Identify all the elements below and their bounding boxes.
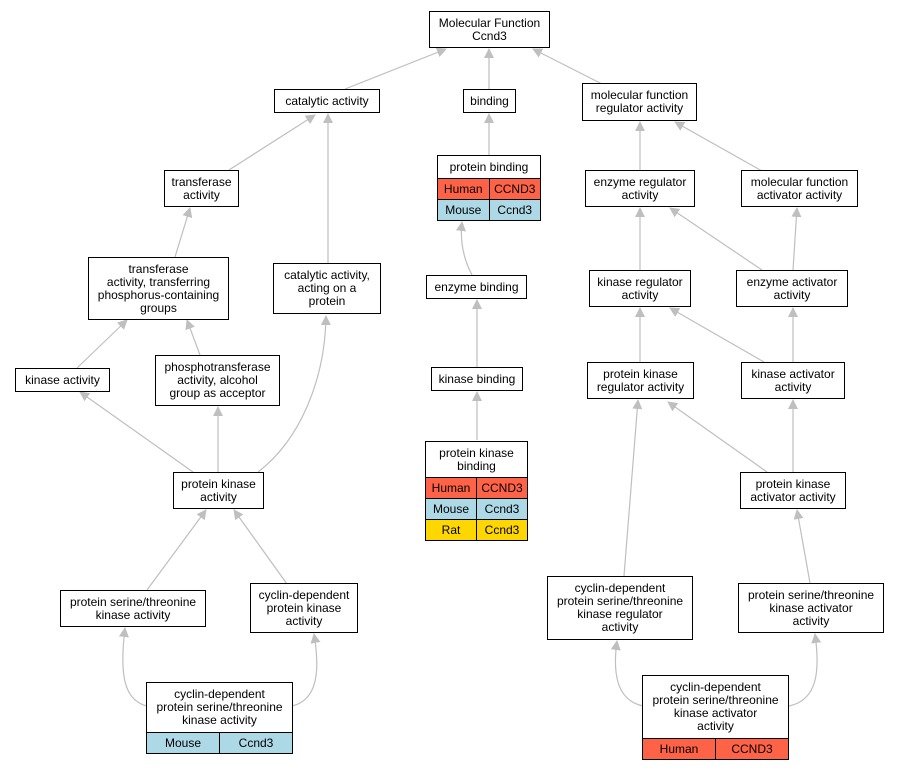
node-kinase-binding[interactable]: kinase binding — [431, 367, 523, 391]
node-protein-serine-threonine-kinase-activity[interactable]: protein serine/threonine kinase activity — [60, 590, 206, 627]
edge-enzyme-binding-to-protein-binding — [456, 221, 473, 276]
edge-enzyme-activator-to-mf-activator — [791, 207, 802, 271]
edge-catalytic-to-root — [344, 47, 447, 90]
species-name: Mouse — [432, 502, 470, 516]
species-name: Rat — [441, 523, 461, 537]
node-cyclin-dependent-pst-kinase-activity[interactable]: cyclin-dependent protein serine/threonin… — [146, 682, 293, 754]
node-molecular-function-ccnd3[interactable]: Molecular Function Ccnd3 — [429, 11, 550, 48]
node-protein-kinase-binding[interactable]: protein kinase binding Human CCND3 Mouse… — [425, 441, 528, 541]
edge-kinase-activator-to-kinase-regulator — [669, 307, 765, 363]
node-label: phosphotransferase activity, alcohol gro… — [164, 360, 271, 400]
node-cyclin-dependent-pst-kinase-activator-activity[interactable]: cyclin-dependent protein serine/threonin… — [642, 675, 789, 760]
edge-enzyme-activator-to-enzyme-regulator — [669, 207, 763, 271]
node-kinase-regulator-activity[interactable]: kinase regulator activity — [589, 270, 691, 307]
edge-kinase-activity-to-transferase-phos — [76, 319, 128, 369]
node-kinase-activator-activity[interactable]: kinase activator activity — [741, 362, 845, 399]
species-name: Human — [431, 481, 471, 495]
node-enzyme-activator-activity[interactable]: enzyme activator activity — [736, 270, 848, 307]
node-molecular-function-activator-activity[interactable]: molecular function activator activity — [741, 170, 858, 207]
node-label: protein serine/threonine kinase activato… — [747, 587, 875, 628]
node-label: kinase activity — [25, 372, 100, 387]
node-label: kinase binding — [438, 371, 516, 386]
node-binding[interactable]: binding — [463, 89, 516, 113]
edge-cd-pst-activator-to-cd-pst-regulator — [610, 640, 644, 707]
node-label: protein binding — [449, 159, 529, 174]
node-label: kinase regulator activity — [597, 274, 683, 302]
node-label: enzyme binding — [434, 279, 519, 294]
gene-symbol: CCND3 — [488, 179, 541, 199]
gene-symbol: CCND3 — [715, 739, 788, 759]
node-phosphotransferase-activity[interactable]: phosphotransferase activity, alcohol gro… — [155, 355, 280, 406]
node-label: molecular function activator activity — [750, 174, 849, 202]
node-label: protein serine/threonine kinase activity — [69, 594, 197, 622]
species-name: Human — [659, 742, 699, 756]
node-transferase-phosphorus[interactable]: transferase activity, transferring phosp… — [88, 257, 229, 320]
node-label: transferase activity — [171, 174, 232, 202]
node-label: cyclin-dependent protein serine/threonin… — [556, 581, 684, 634]
species-row-human: Human CCND3 — [643, 738, 788, 759]
node-label: transferase activity, transferring phosp… — [97, 261, 220, 315]
node-cyclin-dependent-pst-kinase-regulator-activity[interactable]: cyclin-dependent protein serine/threonin… — [547, 576, 693, 640]
gene-symbol: CCND3 — [476, 478, 527, 498]
edge-activator-to-regulator — [674, 121, 763, 172]
node-label: catalytic activity — [285, 93, 369, 108]
node-label: cyclin-dependent protein serine/threonin… — [156, 687, 283, 727]
gene-symbol: Ccnd3 — [476, 499, 527, 519]
node-catalytic-activity[interactable]: catalytic activity — [274, 89, 380, 113]
node-label: Molecular Function Ccnd3 — [438, 15, 541, 43]
node-pst-kinase-activator-activity[interactable]: protein serine/threonine kinase activato… — [738, 583, 884, 633]
node-label: protein kinase regulator activity — [596, 366, 685, 394]
gene-symbol: Ccnd3 — [476, 520, 527, 540]
edge-transferase-phos-to-transferase — [174, 207, 193, 258]
edge-cd-pst-kinase-to-pst-kinase — [118, 627, 148, 707]
species-name: Human — [443, 182, 483, 196]
node-protein-kinase-regulator-activity[interactable]: protein kinase regulator activity — [587, 362, 694, 399]
node-enzyme-binding[interactable]: enzyme binding — [426, 275, 527, 299]
gene-symbol: Ccnd3 — [488, 200, 541, 220]
node-transferase-activity[interactable]: transferase activity — [164, 170, 239, 207]
node-label: cyclin-dependent protein serine/threonin… — [652, 680, 779, 733]
edge-regulator-to-root — [532, 48, 603, 85]
node-protein-kinase-activity[interactable]: protein kinase activity — [173, 472, 264, 509]
node-label: protein kinase binding — [439, 445, 514, 473]
edge-cd-pst-kinase-to-cd-pk — [291, 633, 321, 707]
node-label: protein kinase activity — [181, 476, 256, 504]
node-protein-kinase-activator-activity[interactable]: protein kinase activator activity — [740, 472, 846, 509]
species-row-human: Human CCND3 — [438, 178, 540, 199]
edge-cd-pst-regulator-to-pk-regulator — [623, 399, 643, 577]
species-name: Mouse — [445, 203, 482, 217]
node-label: protein kinase activator activity — [750, 476, 836, 504]
node-cyclin-dependent-protein-kinase-activity[interactable]: cyclin-dependent protein kinase activity — [250, 583, 358, 633]
node-label: cyclin-dependent protein kinase activity — [258, 587, 350, 628]
node-label: enzyme activator activity — [746, 274, 838, 302]
node-label: enzyme regulator activity — [593, 174, 687, 202]
node-label: binding — [470, 93, 509, 108]
gene-symbol: Ccnd3 — [219, 733, 292, 753]
edge-protein-kinase-to-catalytic-protein — [257, 315, 331, 473]
edge-transferase-to-catalytic — [228, 114, 316, 171]
node-protein-binding[interactable]: protein binding Human CCND3 Mouse Ccnd3 — [437, 155, 541, 221]
node-kinase-activity[interactable]: kinase activity — [15, 368, 110, 392]
node-molecular-function-regulator-activity[interactable]: molecular function regulator activity — [582, 83, 697, 121]
node-label: kinase activator activity — [751, 366, 835, 394]
edge-pst-kinase-to-protein-kinase — [146, 509, 207, 591]
edge-pk-activator-to-pk-regulator — [667, 401, 768, 473]
species-row-mouse: Mouse Ccnd3 — [147, 732, 292, 753]
species-row-mouse: Mouse Ccnd3 — [426, 498, 527, 519]
species-name: Mouse — [164, 736, 202, 750]
edge-pst-activator-to-pk-activator — [793, 509, 811, 584]
edge-protein-kinase-to-kinase-activity — [79, 391, 194, 473]
species-row-rat: Rat Ccnd3 — [426, 519, 527, 540]
edge-cd-pk-to-protein-kinase — [233, 509, 288, 585]
edge-cd-pst-activator-to-pst-activator — [788, 633, 822, 707]
node-label: catalytic activity, acting on a protein — [284, 268, 370, 308]
species-row-human: Human CCND3 — [426, 477, 527, 498]
edge-phosphotransferase-to-transferase-phos — [185, 319, 201, 356]
node-catalytic-activity-on-protein[interactable]: catalytic activity, acting on a protein — [273, 263, 381, 314]
species-row-mouse: Mouse Ccnd3 — [438, 199, 540, 220]
node-label: molecular function regulator activity — [590, 88, 689, 115]
node-enzyme-regulator-activity[interactable]: enzyme regulator activity — [585, 170, 695, 207]
